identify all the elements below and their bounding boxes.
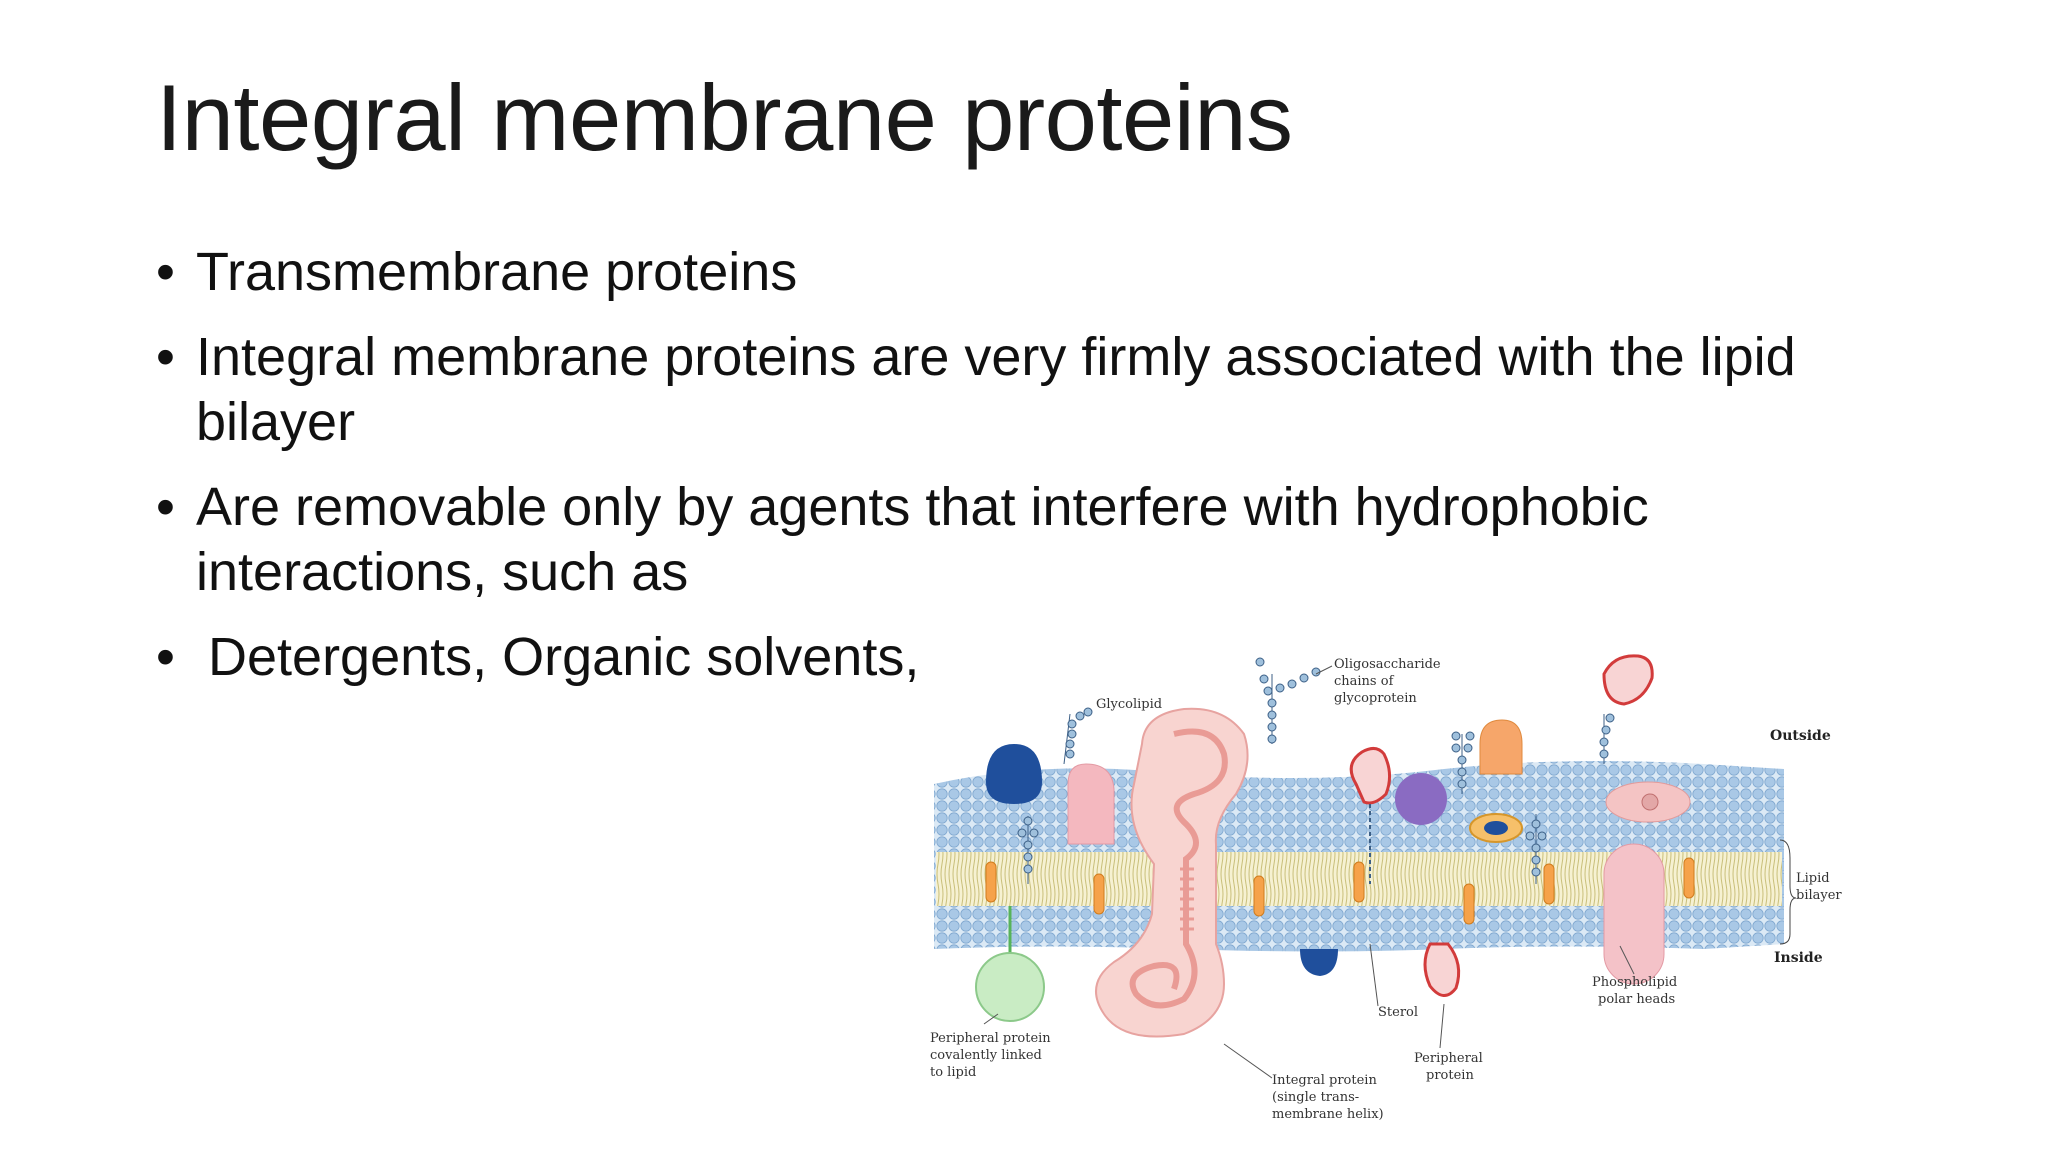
bullet-dot-icon: • <box>156 327 175 387</box>
bullet-item: • Detergents, Organic solvents, <box>156 625 1916 690</box>
purple-protein-shape <box>1395 773 1447 825</box>
label-oligosaccharide-1: Oligosaccharide <box>1334 657 1441 672</box>
label-phospholipid-1: Phospholipid <box>1592 975 1677 990</box>
channel-protein-shape <box>1469 813 1523 843</box>
bullet-text: Transmembrane proteins <box>196 242 798 302</box>
bullet-dot-icon: • <box>156 477 175 537</box>
label-integral-2: (single trans- <box>1272 1090 1359 1105</box>
glycolipid-chain <box>1017 816 1039 884</box>
label-peripheral-1: Peripheral <box>1414 1051 1483 1066</box>
membrane-diagram: Oligosaccharide chains of glycoprotein G… <box>924 644 1860 1152</box>
integral-protein-shape <box>1095 707 1249 1038</box>
bullet-item: • Transmembrane proteins <box>156 240 1916 305</box>
label-peripheral-2: protein <box>1426 1068 1474 1083</box>
slide-title: Integral membrane proteins <box>156 65 1293 170</box>
bullet-item: • Are removable only by agents that inte… <box>156 475 1756 605</box>
pink-protein-shape <box>1067 763 1115 845</box>
label-peripheral-covalent-3: to lipid <box>930 1065 976 1080</box>
bullet-list: • Transmembrane proteins • Integral memb… <box>156 240 1916 710</box>
membrane-illustration: Oligosaccharide chains of glycoprotein G… <box>930 654 1842 1122</box>
label-peripheral-covalent-2: covalently linked <box>930 1048 1042 1063</box>
label-glycolipid: Glycolipid <box>1096 697 1162 712</box>
bullet-dot-icon: • <box>156 627 175 687</box>
bullet-item: • Integral membrane proteins are very fi… <box>156 325 1876 455</box>
label-peripheral-covalent-1: Peripheral protein <box>930 1031 1051 1046</box>
label-sterol: Sterol <box>1378 1005 1418 1020</box>
bullet-text: Are removable only by agents that interf… <box>196 477 1649 602</box>
label-integral-1: Integral protein <box>1272 1073 1377 1088</box>
oligosaccharide-chain <box>1255 657 1321 744</box>
peripheral-protein-shape <box>1349 747 1391 805</box>
bullet-text: Detergents, Organic solvents, <box>208 627 920 687</box>
figure-labels: Oligosaccharide chains of glycoprotein G… <box>930 657 1842 1122</box>
label-oligosaccharide-3: glycoprotein <box>1334 691 1417 706</box>
bullet-dot-icon: • <box>156 242 175 302</box>
label-oligosaccharide-2: chains of <box>1334 674 1395 689</box>
label-outside: Outside <box>1770 728 1831 744</box>
label-inside: Inside <box>1774 950 1823 966</box>
bullet-text: Integral membrane proteins are very firm… <box>196 327 1796 452</box>
label-integral-3: membrane helix) <box>1272 1107 1384 1122</box>
blue-protein-shape <box>986 744 1042 804</box>
label-phospholipid-2: polar heads <box>1598 992 1675 1007</box>
label-lipid: Lipid <box>1796 871 1830 886</box>
peripheral-protein-green <box>975 906 1045 1022</box>
glycolipid-chain <box>1063 707 1093 765</box>
label-bilayer: bilayer <box>1796 888 1842 903</box>
